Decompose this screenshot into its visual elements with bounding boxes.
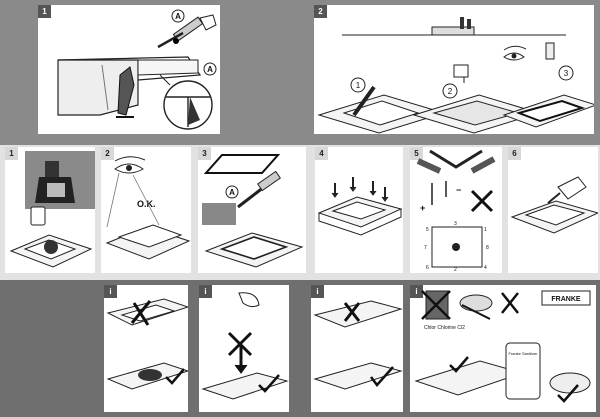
step-number: 2 [314, 5, 327, 18]
care-panel-1: i [104, 285, 188, 412]
care-illustration-3 [313, 300, 403, 390]
care-illustration-1 [106, 298, 188, 390]
callout-3: 3 [564, 69, 569, 78]
step-panel-silicone: 6 [508, 147, 598, 273]
diagram-number: 5 [426, 227, 429, 233]
diagram-number: 6 [426, 265, 429, 271]
step-number: 2 [101, 147, 114, 160]
step-number: 1 [38, 5, 51, 18]
ok-label: O.K. [137, 199, 156, 209]
bottle-label: Franke Sanitizer [508, 351, 538, 356]
callout-2: 2 [448, 87, 453, 96]
seal-illustration: A [202, 154, 304, 268]
step-panel-mount: 4 [315, 147, 403, 273]
step-number: 5 [410, 147, 423, 160]
care-panel-3: i [311, 285, 403, 412]
fixing-illustration: + − 5 3 1 7 8 6 2 4 [416, 149, 496, 273]
step-panel-cutout: 2 1 2 3 [314, 5, 594, 134]
minus-sign: − [456, 185, 461, 195]
step-panel-fixing: 5 + − 5 3 1 7 8 6 2 4 [410, 147, 502, 273]
step-number: 6 [508, 147, 521, 160]
step-number: 4 [315, 147, 328, 160]
cutout-illustration: 1 2 3 [317, 17, 594, 134]
info-marker: i [410, 285, 423, 298]
info-marker: i [199, 285, 212, 298]
step-panel-clips: 1 [5, 147, 95, 273]
care-illustration-2 [201, 292, 289, 400]
care-illustration-products: Chlor Chlorine Cl2 FRANKE Franke Sanitiz… [414, 290, 591, 403]
care-panel-products: i Chlor Chlorine Cl2 FRANKE Franke Sanit… [410, 285, 596, 412]
chlorine-label: Chlor Chlorine Cl2 [424, 325, 465, 331]
info-marker: i [311, 285, 324, 298]
brand-logo: FRANKE [551, 296, 580, 303]
silicone-illustration [510, 176, 598, 234]
caulking-illustration: A A [57, 9, 217, 130]
callout-a-1: A [175, 12, 181, 21]
clips-illustration [9, 151, 95, 268]
callout-a: A [229, 188, 235, 197]
plus-sign: + [420, 203, 425, 213]
info-marker: i [104, 285, 117, 298]
callout-a-2: A [207, 65, 213, 74]
diagram-number: 8 [486, 245, 489, 251]
step-number: 1 [5, 147, 18, 160]
care-panel-2: i [199, 285, 289, 412]
step-panel-check: 2 O.K. [101, 147, 191, 273]
step-panel-seal: 3 A [198, 147, 306, 273]
step-panel-caulking: 1 A A [38, 5, 220, 134]
diagram-number: 2 [454, 267, 457, 273]
check-illustration: O.K. [105, 156, 191, 260]
step-number: 3 [198, 147, 211, 160]
diagram-number: 3 [454, 221, 457, 227]
mount-illustration [317, 177, 403, 236]
diagram-number: 7 [424, 245, 427, 251]
callout-1: 1 [356, 81, 361, 90]
diagram-number: 4 [484, 265, 487, 271]
diagram-number: 1 [484, 227, 487, 233]
